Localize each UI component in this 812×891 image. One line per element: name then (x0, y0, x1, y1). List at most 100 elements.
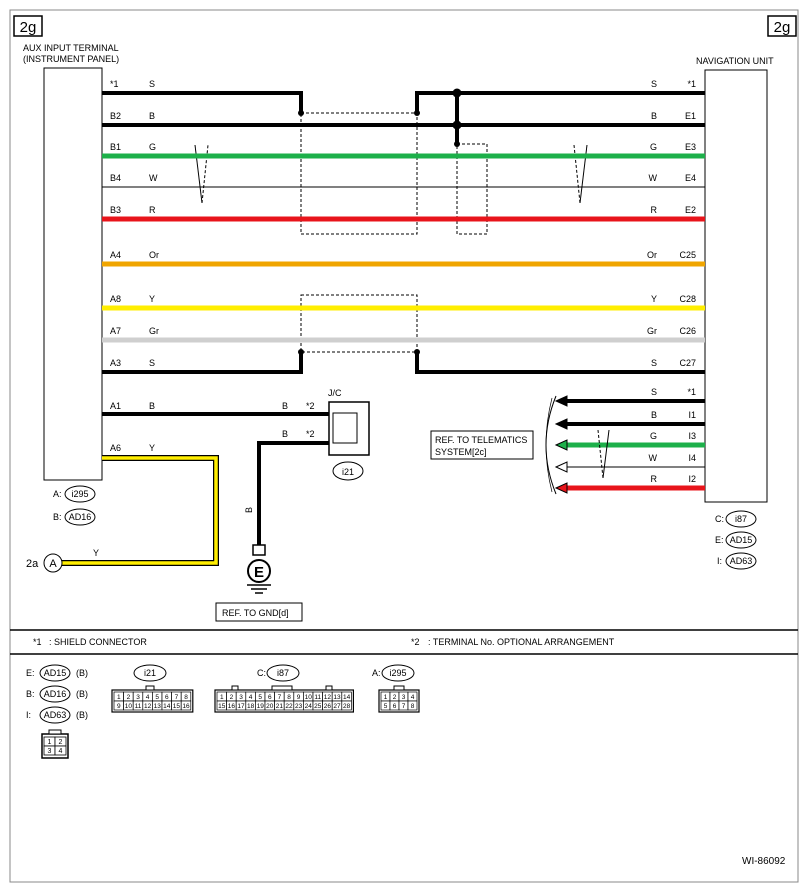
pin-number: 1 (384, 694, 388, 701)
ground-branch-jc-mark: *2 (306, 401, 315, 411)
telematics-wire-color: W (649, 453, 658, 463)
pin-number: 8 (287, 694, 291, 701)
pin-cell (341, 700, 352, 711)
ground-wire-color: B (244, 507, 254, 513)
wire-right-color: Gr (647, 326, 657, 336)
legend-i295-prefix: A: (372, 668, 381, 678)
dest-letter: A (49, 558, 57, 570)
ground-ref: REF. TO GND[d] (222, 608, 289, 618)
telematics-ref-line2: SYSTEM[2c] (435, 447, 487, 457)
arrow-icon (554, 439, 568, 451)
arrow-icon (554, 418, 568, 430)
jc-out-color: B (282, 429, 288, 439)
yellow-out-wire-fill (62, 456, 218, 565)
shield-drain-lower-right (415, 352, 705, 374)
wire-left-pin: A8 (110, 294, 121, 304)
note2: : TERMINAL No. OPTIONAL ARRANGEMENT (428, 637, 615, 647)
connector-tab (145, 685, 155, 691)
wire-left-pin: A3 (110, 358, 121, 368)
pin-number: 14 (163, 703, 171, 710)
pin-cell (180, 700, 192, 711)
telematics-wire-pin: *1 (687, 387, 696, 397)
yellow-out-color: Y (149, 443, 155, 453)
legend-i21-code: i21 (144, 668, 156, 678)
pin-number: 16 (182, 703, 190, 710)
wire-left-pin: B1 (110, 142, 121, 152)
telematics-bracket (545, 395, 557, 495)
telematics-wire-pin: I3 (688, 431, 696, 441)
wire-right-color: G (650, 142, 657, 152)
page-frame (9, 9, 799, 883)
shield-box-main (300, 112, 418, 235)
dest-page: 2a (26, 558, 39, 570)
pin-number: 18 (247, 703, 255, 710)
wire-right-pin: C26 (679, 326, 696, 336)
aux-conn-a: i295 (71, 489, 88, 499)
legend-code: AD16 (44, 689, 67, 699)
pin-number: 9 (117, 703, 121, 710)
pin-number: 28 (343, 703, 351, 710)
legend-i87-prefix: C: (257, 668, 266, 678)
pin-number: 1 (117, 694, 121, 701)
pin-number: 4 (249, 694, 253, 701)
small-connector-face: 1 2 3 4 (41, 729, 69, 759)
pin-number: 27 (333, 703, 341, 710)
wire-left-color: Or (149, 250, 159, 260)
jc-connector: i21 (342, 467, 354, 477)
pin-number: 2 (393, 694, 397, 701)
ground-terminal (252, 544, 266, 556)
aux-conn-b-label: B: (53, 512, 62, 522)
ground-wire (257, 441, 329, 545)
wire-right-color: S (651, 358, 657, 368)
pin-number: 15 (173, 703, 181, 710)
pin-number: 23 (295, 703, 303, 710)
pin-number: 17 (237, 703, 245, 710)
nav-conn-e: AD15 (730, 535, 753, 545)
pin-number: 7 (402, 703, 406, 710)
pin-number: 13 (154, 703, 162, 710)
wire-left-color: Gr (149, 326, 159, 336)
connector-tab (271, 685, 293, 691)
splice-dot (452, 120, 462, 130)
nav-conn-c: i87 (735, 514, 747, 524)
legend-code: AD15 (44, 668, 67, 678)
pin-number: 3 (136, 694, 140, 701)
nav-conn-i-oval (725, 552, 757, 570)
legend-prefix: E: (26, 668, 35, 678)
pin-number: 19 (257, 703, 265, 710)
page-ref-right-box (767, 15, 797, 37)
small-conn-pin: 3 (48, 748, 52, 755)
telematics-bracket-inner (545, 397, 553, 493)
wire-right-color: S (651, 79, 657, 89)
pin-number: 10 (125, 703, 133, 710)
ground-ref-box (215, 602, 303, 622)
wire-left-pin: B4 (110, 173, 121, 183)
note1-mark: *1 (33, 637, 42, 647)
pin-number: 2 (230, 694, 234, 701)
connector-tab (231, 685, 239, 691)
page-ref-left: 2g (20, 19, 37, 36)
legend-oval (39, 664, 71, 682)
telematics-wire-color: R (651, 474, 658, 484)
arrow-icon (554, 461, 568, 473)
pin-number: 15 (218, 703, 226, 710)
wire-left-color: S (149, 79, 155, 89)
pin-number: 16 (228, 703, 236, 710)
shield-box-nav (456, 143, 488, 235)
telematics-wire-pin: I4 (688, 453, 696, 463)
telematics-wire-pin: I1 (688, 410, 696, 420)
legend-code: AD63 (44, 710, 67, 720)
jc-out-mark: *2 (306, 429, 315, 439)
aux-conn-a-oval (64, 485, 96, 503)
splice-dot (298, 110, 304, 116)
legend-prefix: I: (26, 710, 31, 720)
wire-right-color: Y (651, 294, 657, 304)
yellow-out-pin: A6 (110, 443, 121, 453)
pin-number: 9 (297, 694, 301, 701)
pin-number: 2 (127, 694, 131, 701)
pin-number: 8 (184, 694, 188, 701)
legend-suffix: (B) (76, 710, 88, 720)
